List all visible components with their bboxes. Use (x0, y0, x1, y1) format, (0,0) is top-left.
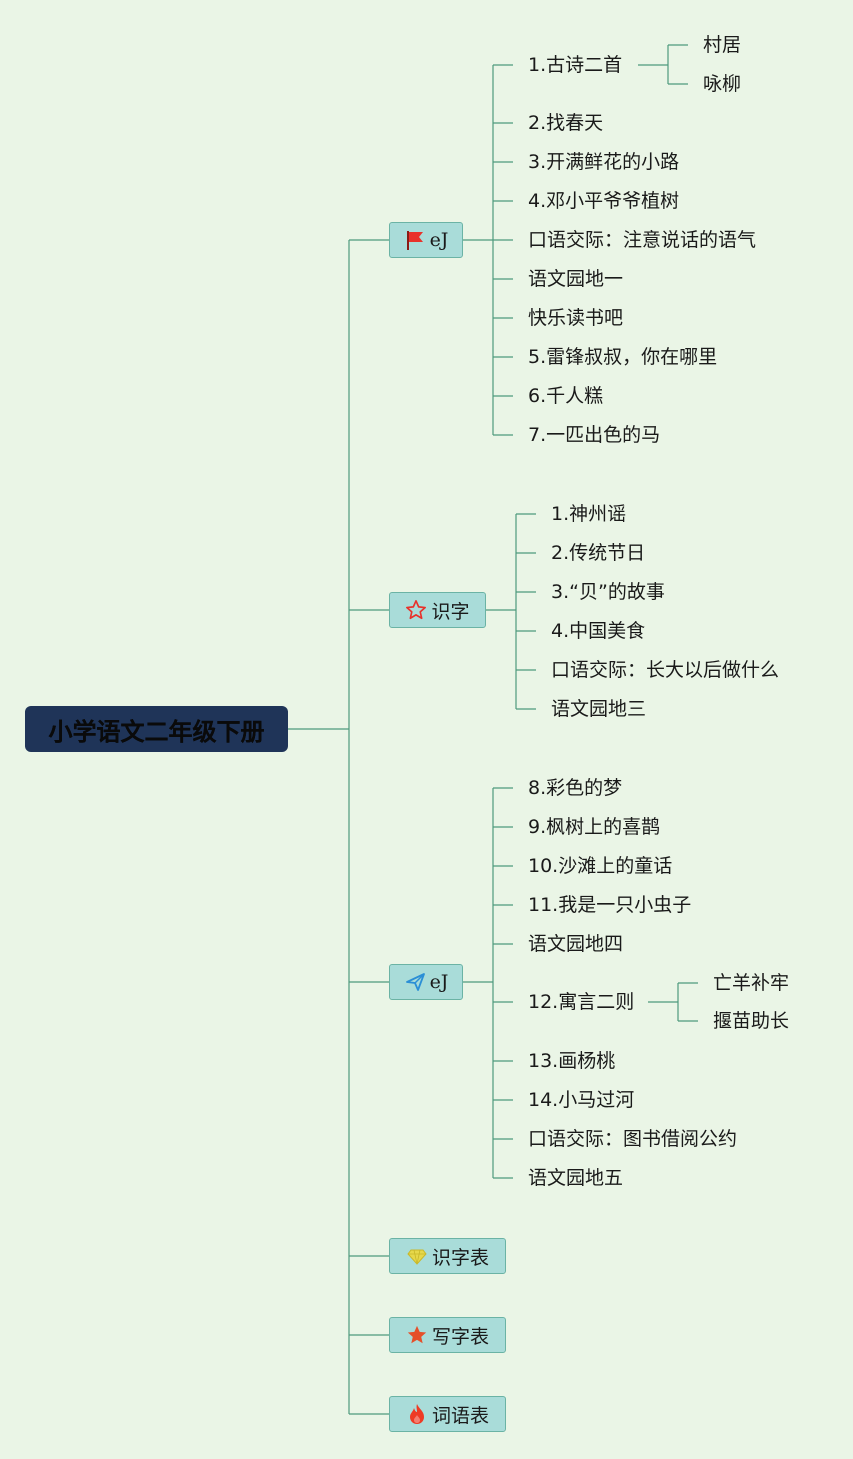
branch-writing-table[interactable]: 写字表 (389, 1317, 506, 1353)
list-item[interactable]: 语文园地一 (528, 268, 624, 290)
branch-unit-3[interactable]: eJ (389, 964, 463, 1000)
list-item[interactable]: 3.开满鲜花的小路 (528, 151, 680, 173)
branch-label: eJ (429, 971, 449, 993)
list-item[interactable]: 语文园地三 (551, 698, 647, 720)
list-item[interactable]: 揠苗助长 (713, 1010, 790, 1032)
root-topic-label: 小学语文二年级下册 (48, 717, 265, 746)
list-item[interactable]: 快乐读书吧 (528, 307, 624, 329)
branch-label: 词语表 (431, 1404, 489, 1427)
list-item[interactable]: 14.小马过河 (528, 1089, 635, 1111)
list-item[interactable]: 口语交际：长大以后做什么 (551, 659, 780, 681)
flag-icon (404, 229, 426, 251)
list-item[interactable]: 12.寓言二则 (528, 991, 635, 1013)
gem-icon (406, 1245, 428, 1267)
list-item[interactable]: 4.邓小平爷爷植树 (528, 190, 680, 212)
branch-label: 写字表 (431, 1325, 489, 1348)
list-item[interactable]: 亡羊补牢 (713, 972, 790, 994)
list-item[interactable]: 11.我是一只小虫子 (528, 894, 692, 916)
list-item[interactable]: 语文园地四 (528, 933, 624, 955)
list-item[interactable]: 口语交际：图书借阅公约 (528, 1128, 738, 1150)
branch-label: 识字表 (431, 1246, 489, 1269)
list-item[interactable]: 4.中国美食 (551, 620, 646, 642)
list-item[interactable]: 1.古诗二首 (528, 54, 623, 76)
list-item[interactable]: 2.找春天 (528, 112, 604, 134)
list-item[interactable]: 5.雷锋叔叔，你在哪里 (528, 346, 718, 368)
list-item[interactable]: 13.画杨桃 (528, 1050, 616, 1072)
list-item[interactable]: 咏柳 (703, 73, 742, 95)
branch-label: 识字 (431, 600, 470, 623)
branch-label: eJ (429, 229, 449, 251)
list-item[interactable]: 7.一匹出色的马 (528, 424, 661, 446)
branch-literacy-table[interactable]: 识字表 (389, 1238, 506, 1274)
list-item[interactable]: 村居 (703, 34, 742, 56)
branch-literacy[interactable]: 识字 (389, 592, 486, 628)
list-item[interactable]: 6.千人糕 (528, 385, 604, 407)
list-item[interactable]: 2.传统节日 (551, 542, 646, 564)
list-item[interactable]: 3.“贝”的故事 (551, 581, 665, 603)
star-filled-icon (406, 1324, 428, 1346)
paper-plane-icon (404, 971, 426, 993)
list-item[interactable]: 口语交际：注意说话的语气 (528, 229, 757, 251)
list-item[interactable]: 1.神州谣 (551, 503, 627, 525)
list-item[interactable]: 语文园地五 (528, 1167, 624, 1189)
list-item[interactable]: 9.枫树上的喜鹊 (528, 816, 661, 838)
flame-icon (406, 1403, 428, 1425)
branch-unit-1[interactable]: eJ (389, 222, 463, 258)
root-topic[interactable]: 小学语文二年级下册 (25, 706, 288, 752)
branch-vocabulary-table[interactable]: 词语表 (389, 1396, 506, 1432)
list-item[interactable]: 10.沙滩上的童话 (528, 855, 673, 877)
star-outline-icon (405, 599, 427, 621)
list-item[interactable]: 8.彩色的梦 (528, 777, 623, 799)
